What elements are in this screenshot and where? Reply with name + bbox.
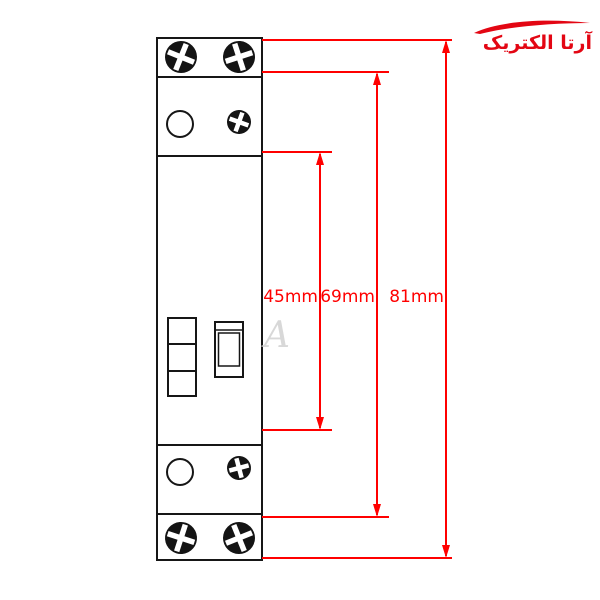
switch-rocker (167, 317, 197, 397)
bottom-screw-right-icon (223, 522, 255, 554)
dimension-label-69: 69mm (320, 287, 375, 307)
arrowhead-45-top-icon (316, 152, 324, 165)
switch-lever-handle (217, 332, 241, 367)
top-screw-left-icon (165, 41, 197, 73)
bottom-screw-left-icon (165, 522, 197, 554)
top-screw-right-icon (223, 41, 255, 73)
arrowhead-81-bottom-icon (442, 545, 450, 558)
switch-assembly (167, 317, 244, 397)
arrowhead-69-bottom-icon (373, 504, 381, 517)
brand-logo-text: آرتا الکتریک (482, 32, 592, 54)
arrowhead-69-top-icon (373, 72, 381, 85)
brand-logo: آرتا الکتریک (464, 18, 592, 54)
arrowhead-45-bottom-icon (316, 417, 324, 430)
lower-terminal-hole-icon (166, 458, 194, 486)
upper-terminal-hole-icon (166, 110, 194, 138)
arrowhead-81-top-icon (442, 40, 450, 53)
dimension-label-45: 45mm (263, 287, 318, 307)
lower-terminal-screw-icon (227, 456, 251, 480)
dimension-label-81: 81mm (389, 287, 444, 307)
logo-swoosh-icon (474, 20, 590, 34)
upper-terminal-screw-icon (227, 110, 251, 134)
dimension-annotations: 45mm 69mm 81mm (262, 39, 452, 559)
watermark-letter: A (261, 315, 290, 356)
